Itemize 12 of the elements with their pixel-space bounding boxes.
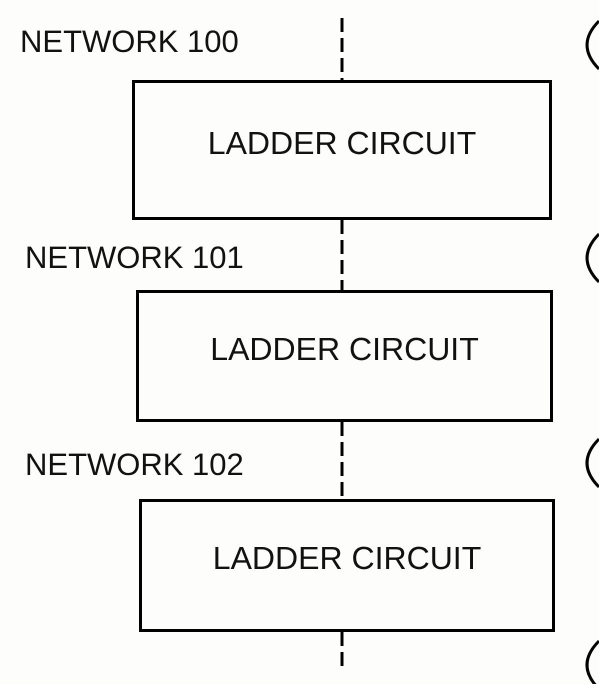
- process-box: [139, 499, 555, 632]
- network-label: NETWORK 100: [20, 24, 239, 60]
- network-label: NETWORK 102: [25, 447, 244, 483]
- box-label: LADDER CIRCUIT: [206, 125, 478, 162]
- box-label: LADDER CIRCUIT: [209, 331, 480, 368]
- dashed-connector: [340, 220, 344, 290]
- dashed-connector: [340, 422, 344, 499]
- network-label: NETWORK 101: [25, 240, 244, 276]
- process-box: [136, 290, 553, 422]
- dashed-connector: [340, 18, 344, 80]
- process-box: [132, 80, 552, 220]
- box-label: LADDER CIRCUIT: [212, 540, 482, 577]
